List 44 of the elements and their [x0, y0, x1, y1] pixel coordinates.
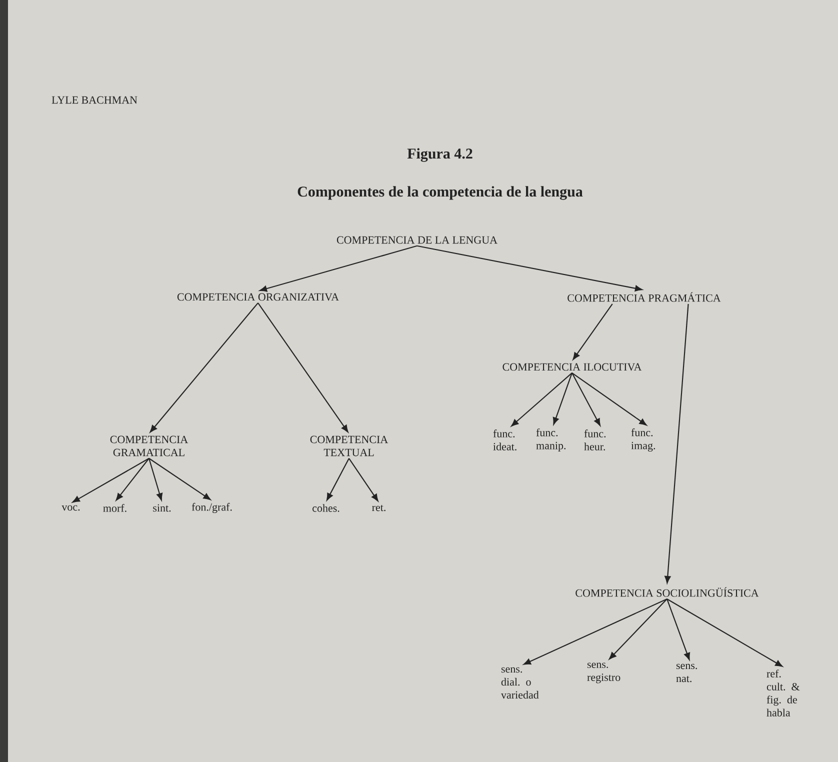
arrow	[666, 598, 783, 667]
node-label: func. ideat.	[493, 430, 516, 450]
arrow	[664, 304, 689, 584]
arrow	[72, 458, 150, 503]
arrow	[552, 372, 573, 425]
node-label: sens. nat.	[676, 664, 697, 682]
node-label: COMPETENCIA PRAGMÁTICA	[568, 292, 721, 302]
node-label: COMPETENCIA ORGANIZATIVA	[177, 293, 339, 301]
node-label: func. heur.	[584, 430, 606, 450]
node-label: cohes.	[312, 504, 340, 512]
node-label: func. manip.	[536, 428, 566, 452]
arrow	[348, 458, 378, 502]
node-label: COMPETENCIA TEXTUAL	[310, 436, 388, 456]
node-label: morf.	[103, 504, 126, 512]
arrow	[523, 598, 668, 665]
node-label: ret.	[372, 504, 386, 512]
node-label: sens. registro	[587, 662, 620, 684]
node-label: COMPETENCIA GRAMATICAL	[110, 436, 188, 456]
arrow	[572, 372, 601, 426]
node-label: func. imag.	[631, 428, 656, 452]
arrow	[572, 304, 613, 360]
arrow	[258, 302, 348, 432]
node-label: voc.	[62, 505, 80, 511]
node-label: COMPETENCIA ILOCUTIVA	[502, 363, 642, 371]
node-label: COMPETENCIA SOCIOLINGÜÍSTICA	[576, 587, 759, 597]
arrow	[260, 245, 418, 292]
node-label: ref. cult. & fig. de habla	[766, 670, 800, 716]
arrow	[150, 302, 258, 432]
arrow	[511, 372, 572, 426]
arrow	[572, 372, 647, 426]
arrow	[148, 458, 211, 500]
running-head: LYLE BACHMAN	[52, 96, 138, 104]
figure-title: Figura 4.2	[407, 148, 472, 162]
arrow	[608, 598, 668, 660]
arrow	[666, 598, 690, 660]
arrow	[116, 458, 150, 501]
figure-caption: Componentes de la competencia de la lengua	[298, 186, 583, 200]
node-label: sens. dial. o variedad	[501, 667, 539, 699]
node-label: COMPETENCIA DE LA LENGUA	[336, 236, 498, 244]
arrow	[148, 458, 163, 501]
node-label: fon./graf.	[192, 502, 232, 514]
node-label: sint.	[153, 504, 171, 512]
arrow	[326, 458, 350, 501]
arrow	[416, 245, 642, 292]
